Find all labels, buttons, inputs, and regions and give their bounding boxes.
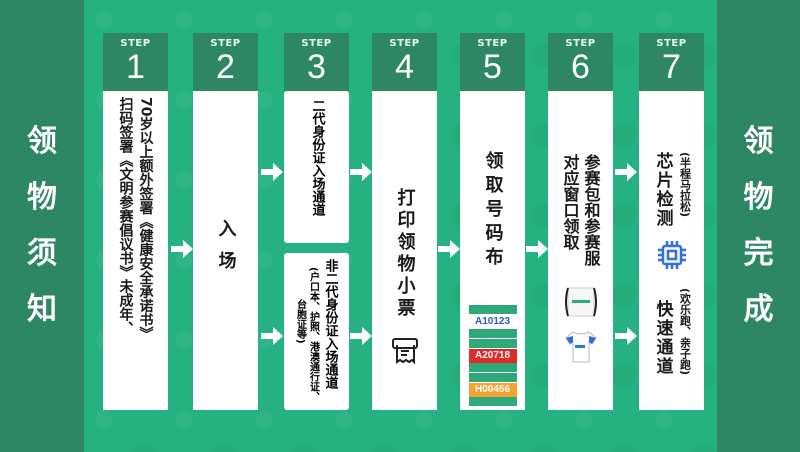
non-id-card-note: 台胞证等): [294, 299, 306, 344]
step-text: 入场: [215, 218, 237, 283]
right-title-char: 领: [743, 124, 774, 159]
bib-number: H00456: [468, 382, 517, 397]
id-card-channel-box: 二代身份证入场通道: [284, 91, 349, 243]
arrow-right-icon: [615, 163, 637, 181]
step-card: (半程马拉松) 芯片检测 (欢乐跑、亲子跑) 快速通道: [639, 91, 704, 410]
bib-strip: [468, 338, 517, 348]
arrow-right-icon: [526, 240, 548, 258]
step-header: STEP 6: [548, 33, 613, 91]
step-header: STEP 4: [372, 33, 437, 91]
step-text: 领取号码布: [482, 150, 504, 271]
step-number: 5: [483, 48, 502, 86]
chip-check-label: 芯片检测: [652, 151, 673, 228]
step-label: STEP: [565, 38, 596, 49]
left-title-char: 物: [27, 180, 57, 215]
right-title-char: 完: [743, 236, 774, 271]
step-card: 参赛包和参赛服 对应窗口领取: [548, 91, 613, 410]
bib-strip: [468, 304, 517, 314]
step-number: 7: [662, 48, 681, 86]
step-3: STEP 3 二代身份证入场通道 非二代身份证入场通道 (户口本、护照、港澳通行…: [284, 33, 349, 410]
left-title-panel: 领 物 须 知: [0, 0, 84, 452]
step-header: STEP 2: [193, 33, 258, 91]
chip-icon: [655, 238, 689, 276]
step-text: 打印领物小票: [394, 187, 416, 320]
non-id-card-note: (户口本、护照、港澳通行证、: [307, 267, 319, 402]
step-7: STEP 7 (半程马拉松) 芯片检测 (欢乐跑、亲子跑) 快速通道: [639, 33, 704, 410]
race-bibs-image: A10123 A20718 H00456: [468, 304, 517, 407]
step-3-options: 二代身份证入场通道 非二代身份证入场通道 (户口本、护照、港澳通行证、 台胞证等…: [284, 91, 349, 410]
non-id-card-channel-label: 非二代身份证入场通道: [322, 259, 338, 389]
right-title-panel: 领 物 完 成: [717, 0, 800, 452]
arrow-right-icon: [350, 163, 372, 181]
right-title-char: 成: [743, 292, 774, 327]
bib-number: A20718: [468, 348, 517, 363]
arrow-right-icon: [171, 240, 193, 258]
step-number: 6: [571, 48, 590, 86]
step-6: STEP 6 参赛包和参赛服 对应窗口领取: [548, 33, 613, 410]
step-number: 3: [307, 48, 326, 86]
arrow-right-icon: [261, 163, 283, 181]
left-title-char: 领: [27, 124, 57, 159]
right-title-char: 物: [743, 180, 774, 215]
step-label: STEP: [210, 38, 241, 49]
step-label: STEP: [477, 38, 508, 49]
step-card: 入场: [193, 91, 258, 410]
fast-lane-label: 快速通道: [652, 299, 673, 376]
step-card: 打印领物小票: [372, 91, 437, 410]
step-label: STEP: [120, 38, 151, 49]
chip-check-group: (半程马拉松) 芯片检测: [652, 152, 692, 228]
step-2: STEP 2 入场: [193, 33, 258, 410]
step-label: STEP: [301, 38, 332, 49]
bib-number: A10123: [474, 315, 511, 327]
step-4: STEP 4 打印领物小票: [372, 33, 437, 410]
race-shirt-icon: [563, 330, 599, 368]
arrow-right-icon: [350, 327, 372, 345]
step-header: STEP 3: [284, 33, 349, 91]
bib-strip: [468, 362, 517, 372]
step-card: 领取号码布 A10123 A20718 H00456: [460, 91, 525, 410]
step-text-column: 70岁以上额外签署《健康安全承诺书》: [137, 97, 154, 341]
bib-strip: [468, 328, 517, 338]
non-id-card-channel-box: 非二代身份证入场通道 (户口本、护照、港澳通行证、 台胞证等): [284, 253, 349, 410]
arrow-right-icon: [261, 327, 283, 345]
step-number: 1: [126, 48, 145, 86]
arrow-right-icon: [615, 327, 637, 345]
step-6-text: 参赛包和参赛服 对应窗口领取: [560, 154, 602, 266]
chip-check-note: (半程马拉松): [678, 151, 692, 217]
step-header: STEP 5: [460, 33, 525, 91]
left-title-char: 知: [27, 292, 57, 327]
step-header: STEP 7: [639, 33, 704, 91]
arrow-right-icon: [438, 240, 460, 258]
receipt-printer-icon: [390, 336, 420, 370]
fast-lane-group: (欢乐跑、亲子跑) 快速通道: [652, 288, 692, 376]
bib-strip: [468, 396, 517, 406]
step-label: STEP: [656, 38, 687, 49]
step-text-column: 对应窗口领取: [560, 153, 580, 250]
id-card-channel-label: 二代身份证入场通道: [309, 99, 325, 216]
step-card: 70岁以上额外签署《健康安全承诺书》 扫码签署《文明参赛倡议书》未成年、: [103, 91, 168, 410]
step-5: STEP 5 领取号码布 A10123 A20718 H00456: [460, 33, 525, 410]
left-title-char: 须: [27, 236, 57, 271]
fast-lane-note: (欢乐跑、亲子跑): [678, 287, 692, 375]
step-number: 2: [216, 48, 235, 86]
step-header: STEP 1: [103, 33, 168, 91]
step-number: 4: [395, 48, 414, 86]
step-label: STEP: [389, 38, 420, 49]
step-1: STEP 1 70岁以上额外签署《健康安全承诺书》 扫码签署《文明参赛倡议书》未…: [103, 33, 168, 410]
race-bag-icon: [563, 286, 599, 322]
step-text-column: 扫码签署《文明参赛倡议书》未成年、: [117, 97, 134, 335]
step-text-column: 参赛包和参赛服: [581, 153, 601, 266]
bib-strip: [468, 372, 517, 382]
